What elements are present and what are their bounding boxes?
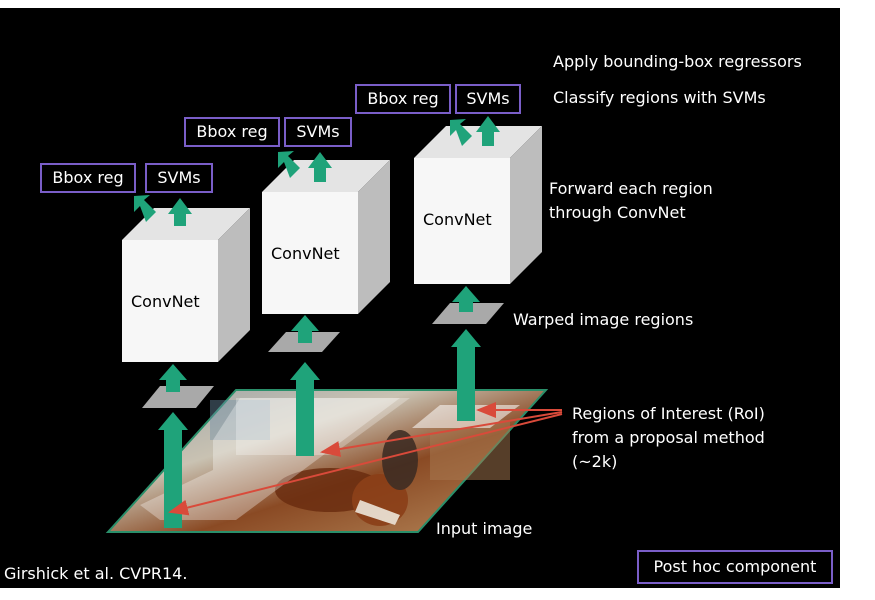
- convnet-label-1: ConvNet: [131, 292, 200, 311]
- arrow-up-2b: [291, 315, 319, 343]
- roi-text-line2: from a proposal method: [572, 428, 765, 447]
- arrow-up-3b: [452, 286, 480, 312]
- arrow-out-3: [450, 116, 500, 146]
- apply-bbox-text: Apply bounding-box regressors: [553, 52, 802, 71]
- svms-box-1: SVMs: [145, 163, 213, 193]
- arrow-out-2: [278, 151, 332, 182]
- forward-text: Forward each region through ConvNet: [549, 177, 713, 225]
- warped-region-plate-1: [142, 386, 214, 408]
- convnet-cube-3: [414, 126, 542, 284]
- bbox-reg-box-2: Bbox reg: [184, 117, 280, 147]
- classify-text: Classify regions with SVMs: [553, 88, 766, 107]
- roi-text: Regions of Interest (RoI) from a proposa…: [572, 402, 765, 474]
- convnet-label-2: ConvNet: [271, 244, 340, 263]
- arrow-up-3a: [451, 329, 481, 421]
- convnet-label-3: ConvNet: [423, 210, 492, 229]
- forward-text-line1: Forward each region: [549, 179, 713, 198]
- input-image-label: Input image: [436, 519, 533, 538]
- roi-region-1: [140, 398, 400, 520]
- svms-box-2: SVMs: [284, 117, 352, 147]
- convnet-cube-2: [262, 160, 390, 314]
- roi-text-line3: (~2k): [572, 452, 618, 471]
- input-image-content: [210, 400, 510, 526]
- roi-text-line1: Regions of Interest (RoI): [572, 404, 765, 423]
- roi-pointers: [168, 402, 563, 516]
- arrow-out-1: [134, 195, 192, 226]
- bbox-reg-box-1: Bbox reg: [40, 163, 136, 193]
- warped-region-plate-3: [432, 303, 504, 324]
- forward-text-line2: through ConvNet: [549, 203, 686, 222]
- post-hoc-box: Post hoc component: [637, 550, 833, 584]
- convnet-cube-1: [122, 208, 250, 362]
- arrow-up-2a: [290, 362, 320, 456]
- svms-box-3: SVMs: [455, 84, 521, 114]
- arrow-up-1b: [159, 364, 187, 392]
- citation: Girshick et al. CVPR14.: [4, 564, 188, 583]
- warped-text: Warped image regions: [513, 310, 694, 329]
- bbox-reg-box-3: Bbox reg: [355, 84, 451, 114]
- roi-region-2: [236, 398, 410, 455]
- arrows-warp-to-convnet: [159, 286, 480, 392]
- arrows-convnet-to-outputs: [134, 116, 500, 226]
